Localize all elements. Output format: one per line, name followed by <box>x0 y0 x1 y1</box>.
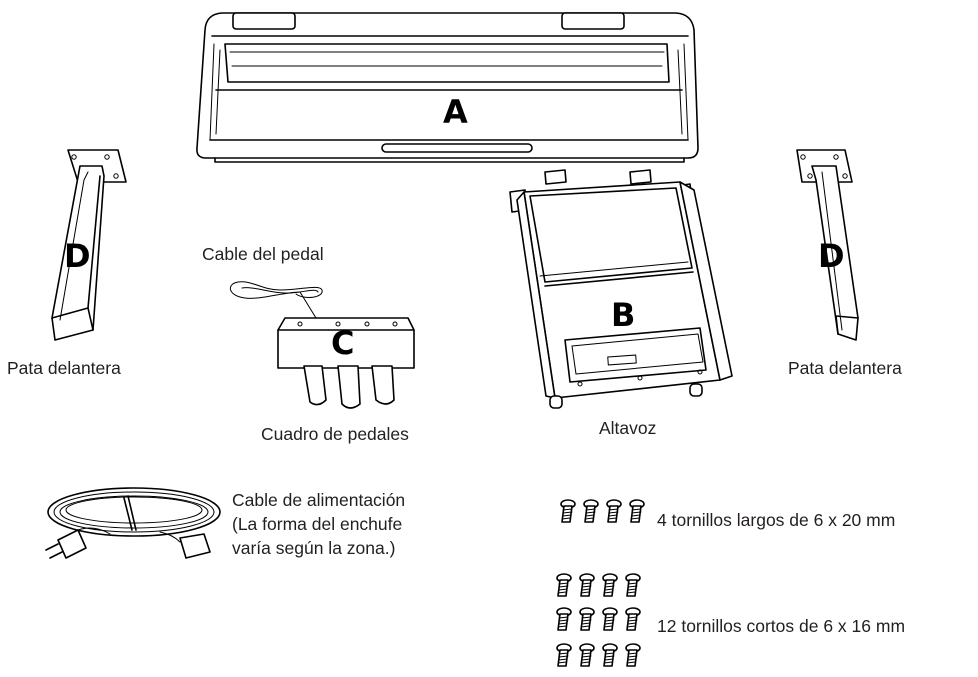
part-b-letter: B <box>611 296 636 334</box>
pedal-box-label: Cuadro de pedales <box>261 424 409 444</box>
front-leg-left-label: Pata delantera <box>7 358 121 378</box>
long-screws-label: 4 tornillos largos de 6 x 20 mm <box>657 510 896 530</box>
power-cable-label-1: Cable de alimentación <box>232 490 406 510</box>
part-d-letter-left: D <box>64 237 91 275</box>
front-leg-right-label: Pata delantera <box>788 358 902 378</box>
speaker-label: Altavoz <box>599 418 657 438</box>
part-d-letter-right: D <box>818 237 845 275</box>
pedal-cable-label: Cable del pedal <box>202 244 324 264</box>
power-cable-label-2: (La forma del enchufe <box>232 514 403 534</box>
power-cable-label-3: varía según la zona.) <box>232 538 396 558</box>
part-a-letter: A <box>443 93 468 131</box>
short-screws-label: 12 tornillos cortos de 6 x 16 mm <box>657 616 906 636</box>
part-c-letter: C <box>331 324 355 362</box>
